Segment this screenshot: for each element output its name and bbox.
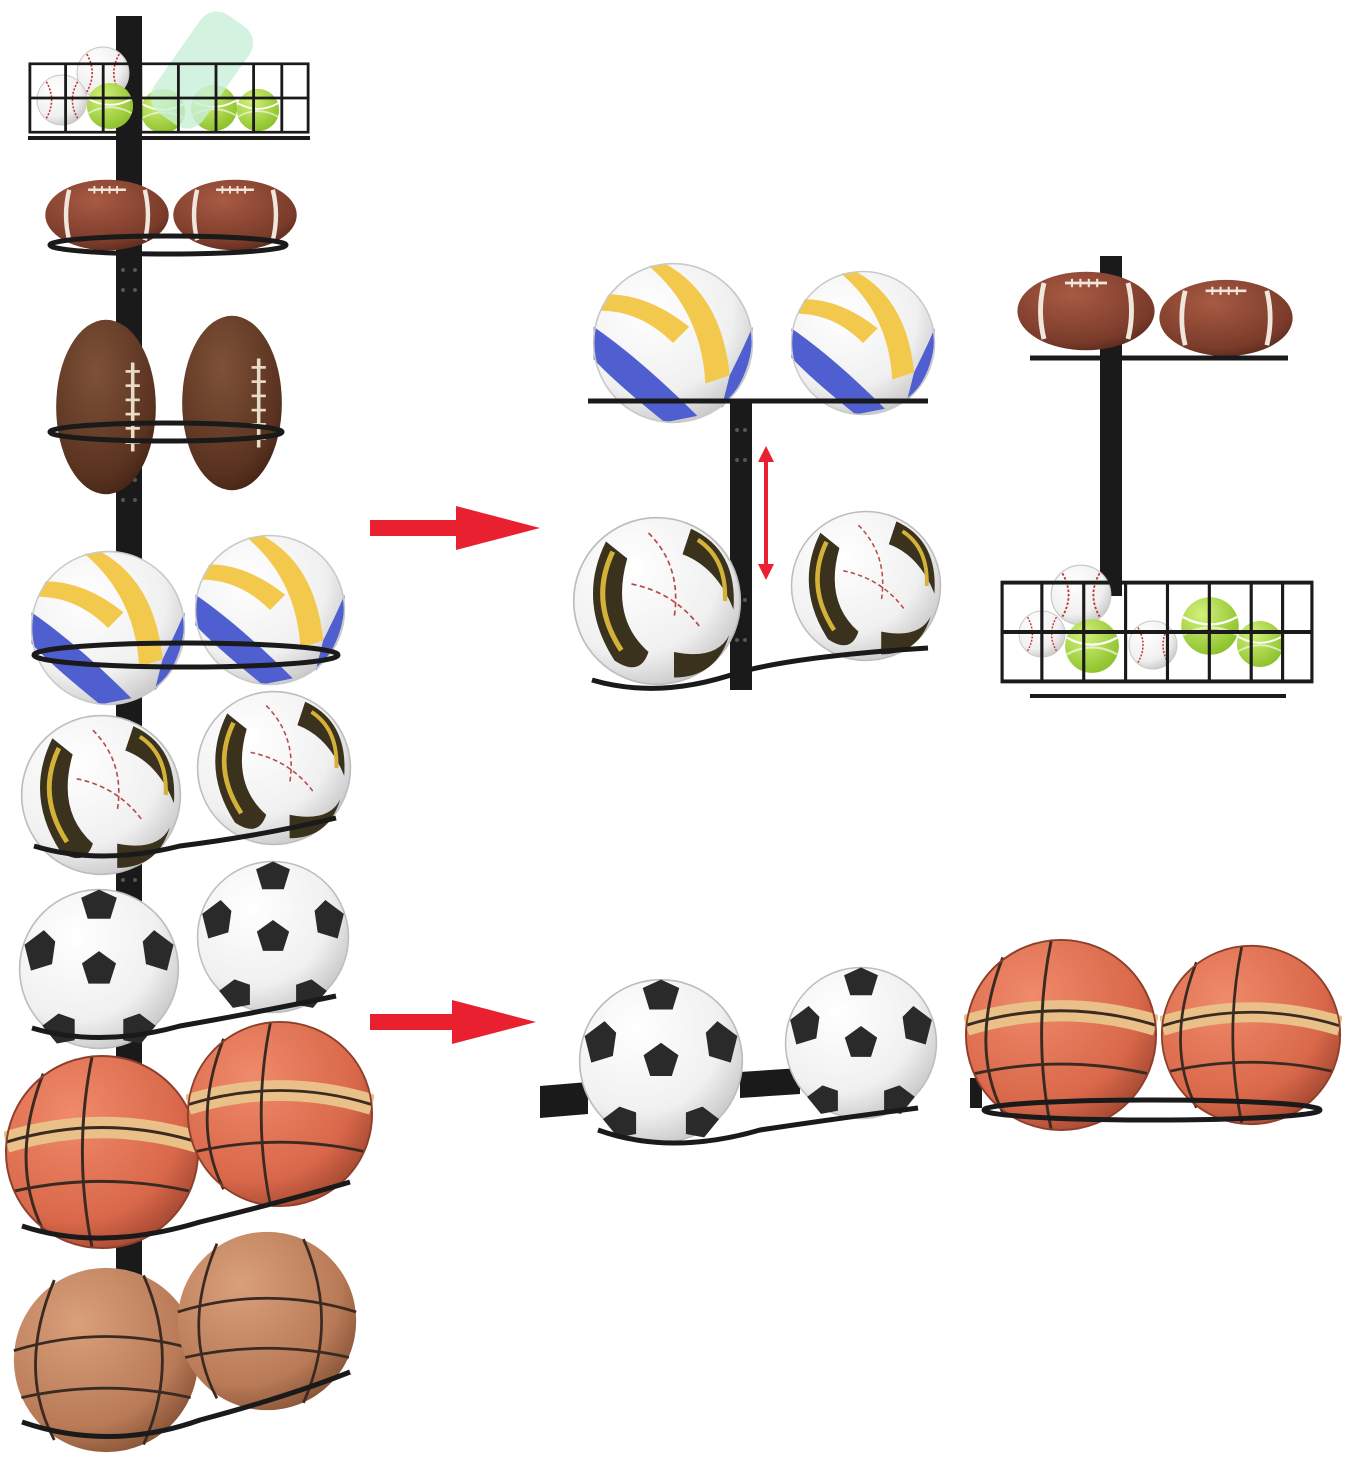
tier-soccer-classic <box>18 860 350 1050</box>
tier-basket <box>28 11 310 140</box>
tier-football-upright <box>47 314 285 496</box>
tier-soccer-jabulani <box>22 692 351 875</box>
arrow-right-icon <box>370 1000 536 1044</box>
tier-football-lying <box>45 180 296 257</box>
tier-basketball-worn <box>12 1230 358 1454</box>
tier-basketball <box>6 1022 372 1248</box>
two-tier-rack-icon <box>574 262 941 691</box>
adjust-height-arrow-icon <box>758 446 774 580</box>
basketball-shelf-icon <box>966 940 1340 1130</box>
arrow-right-icon <box>370 506 540 550</box>
basket-shelf-icon <box>1000 256 1314 698</box>
tall-sports-rack-icon <box>6 11 372 1454</box>
soccer-shelf-icon <box>540 966 938 1146</box>
tier-volleyball <box>30 534 346 706</box>
